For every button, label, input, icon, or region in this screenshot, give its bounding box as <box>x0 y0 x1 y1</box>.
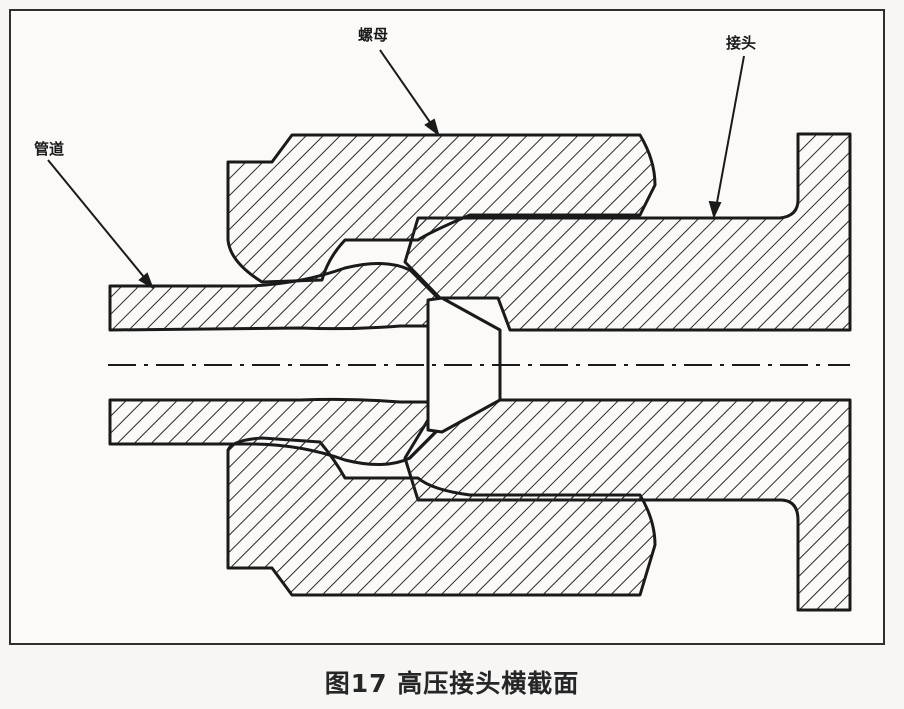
fitting-leader-arrowhead <box>708 200 722 219</box>
nut-leader <box>379 49 435 129</box>
pipe-label: 管道 <box>34 140 65 158</box>
pipe-upper <box>108 261 440 332</box>
fitting-body <box>403 132 852 332</box>
nut-upper <box>226 133 657 284</box>
figure-caption: 图17 高压接头横截面 <box>324 669 580 698</box>
nut-label: 螺母 <box>358 26 389 44</box>
pipe-leader <box>47 159 149 283</box>
fitting-label: 接头 <box>726 34 757 52</box>
pipe-lower <box>108 397 440 467</box>
pipe-leader-arrowhead <box>138 272 154 290</box>
nut-leader-arrowhead <box>424 118 440 137</box>
fitting-body-lower <box>403 398 852 612</box>
fitting-leader <box>715 55 745 209</box>
